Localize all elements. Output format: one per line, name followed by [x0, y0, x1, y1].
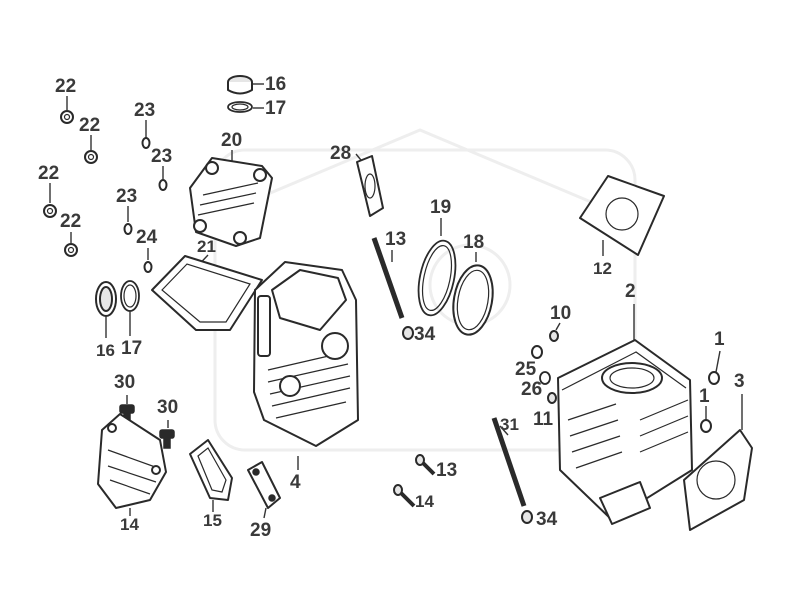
label-24: 24 — [136, 227, 158, 248]
label-13-b: 14 — [415, 492, 434, 511]
label-31: 31 — [500, 415, 519, 434]
cap-16-left — [95, 281, 117, 338]
label-1-a: 1 — [714, 329, 725, 350]
stud-bolt-12 — [371, 237, 405, 319]
washer-23-b — [158, 166, 168, 191]
nut-22-b — [84, 135, 98, 164]
oring-17-left — [120, 280, 140, 336]
intake-gasket-28 — [355, 153, 384, 217]
label-22-b: 22 — [79, 115, 101, 136]
bracket-29 — [247, 461, 281, 519]
pin-10-b — [547, 392, 557, 404]
dowel-pin-1-a — [708, 350, 721, 385]
label-22-d: 22 — [60, 211, 82, 232]
label-34-b: 34 — [536, 509, 558, 530]
label-22-a: 22 — [55, 76, 77, 97]
nut-34-b — [521, 510, 533, 524]
label-30-b: 30 — [157, 397, 179, 418]
label-16-left: 16 — [96, 341, 115, 360]
oring-17-top — [227, 101, 264, 113]
nut-22-c — [43, 183, 57, 218]
pin-10-a — [549, 322, 561, 342]
label-22-c: 22 — [38, 163, 60, 184]
gasket-21 — [151, 254, 263, 331]
label-4: 4 — [290, 472, 301, 493]
label-18: 18 — [463, 232, 485, 253]
label-30-a: 30 — [114, 372, 136, 393]
washer-25 — [531, 345, 543, 359]
label-26: 26 — [521, 379, 543, 400]
label-3: 3 — [734, 371, 745, 392]
label-10-b: 11 — [533, 409, 554, 430]
valve-cover-20 — [189, 150, 273, 247]
label-28: 28 — [330, 143, 352, 164]
label-21: 21 — [197, 237, 216, 256]
label-14: 14 — [120, 515, 139, 534]
bolt-13-b — [393, 484, 416, 508]
label-17-left: 17 — [121, 338, 143, 359]
oring-26 — [539, 371, 551, 385]
stud-bolt-31 — [491, 417, 527, 507]
label-10-a: 10 — [550, 303, 572, 324]
label-25: 25 — [515, 359, 537, 380]
label-11: 12 — [593, 259, 612, 278]
label-12: 13 — [385, 229, 407, 250]
base-gasket-3 — [683, 394, 753, 531]
nut-22-a — [60, 96, 74, 124]
cap-16-top — [227, 75, 264, 95]
label-13-a: 13 — [436, 460, 458, 481]
label-19: 19 — [430, 197, 452, 218]
nut-22-d — [64, 232, 78, 257]
label-17-top: 17 — [265, 98, 287, 119]
washer-24 — [143, 248, 153, 273]
cylinder-block-2 — [557, 304, 693, 525]
label-15: 15 — [203, 511, 222, 530]
side-cover-14 — [97, 413, 167, 516]
label-1-b: 1 — [699, 386, 710, 407]
label-23-a: 23 — [134, 100, 156, 121]
label-20: 20 — [221, 130, 243, 151]
gasket-11 — [579, 175, 665, 256]
dowel-pin-1-b — [700, 406, 712, 433]
label-16-top: 16 — [265, 74, 287, 95]
label-2: 2 — [625, 281, 636, 302]
washer-23-c — [123, 206, 133, 235]
label-23-b: 23 — [151, 146, 173, 167]
bolt-30-b — [159, 420, 175, 449]
bolt-13-a — [415, 454, 436, 476]
cylinder-head-4 — [253, 261, 359, 470]
label-34-a: 34 — [414, 324, 436, 345]
nut-34-a — [402, 326, 414, 340]
oring-18 — [452, 252, 494, 336]
oring-19 — [417, 218, 457, 317]
gasket-15 — [189, 439, 233, 512]
label-23-c: 23 — [116, 186, 138, 207]
washer-23-a — [141, 120, 151, 149]
label-29: 29 — [250, 520, 272, 541]
